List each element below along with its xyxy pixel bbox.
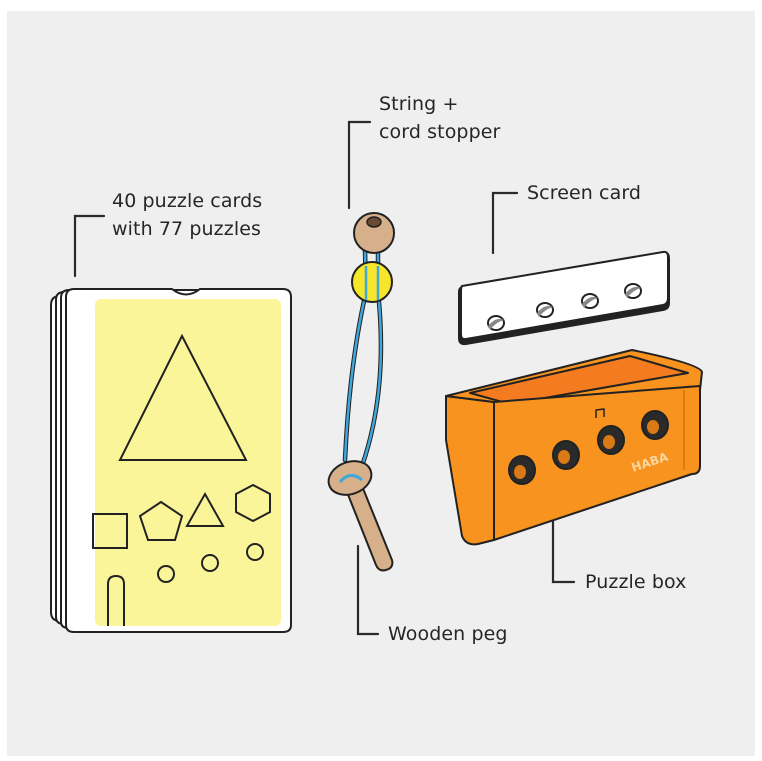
box-left-side [445, 395, 495, 546]
cards-label-line-2: with 77 puzzles [112, 218, 261, 240]
box-leader-line [551, 518, 576, 584]
card-hole-3 [246, 543, 264, 561]
peg-leader-line [356, 544, 380, 636]
wooden-peg [327, 460, 394, 572]
card-hole-1 [157, 565, 175, 583]
card-yellow-face [95, 299, 281, 626]
cards-leader-line [73, 214, 106, 278]
yellow-bead [351, 261, 393, 303]
string-label-line-1: String + [379, 93, 459, 115]
wooden-peg-label: Wooden peg [388, 623, 508, 645]
string-label: String + cord stopper [379, 90, 500, 146]
card-shapes [92, 333, 271, 626]
string-left [343, 290, 368, 462]
cards-label: 40 puzzle cards with 77 puzzles [112, 187, 262, 243]
string-right [360, 290, 383, 468]
bead-hole [366, 216, 382, 228]
box-notch [595, 408, 605, 418]
peg-shaft [343, 479, 394, 572]
card-slot [107, 574, 125, 626]
screen-card-face [460, 250, 669, 341]
peg-head [327, 460, 373, 496]
pentagon-shape [138, 500, 184, 541]
screen-card [458, 250, 670, 346]
string-leader-line [347, 120, 372, 210]
cards-label-line-1: 40 puzzle cards [112, 190, 263, 212]
screen-leader-line [491, 191, 519, 255]
cord-stopper-bead [353, 212, 395, 254]
screen-card-label: Screen card [527, 182, 642, 204]
card-hole-2 [201, 554, 219, 572]
hexagon-shape [235, 483, 271, 523]
box-inner-opening [469, 355, 689, 405]
square-shape [92, 513, 128, 549]
puzzle-box-label: Puzzle box [585, 571, 687, 593]
triangle-large-shape [118, 333, 248, 461]
string-with-stopper [342, 212, 395, 469]
puzzle-box [445, 349, 703, 546]
triangle-small-shape [185, 491, 225, 527]
string-label-line-2: cord stopper [379, 121, 501, 143]
